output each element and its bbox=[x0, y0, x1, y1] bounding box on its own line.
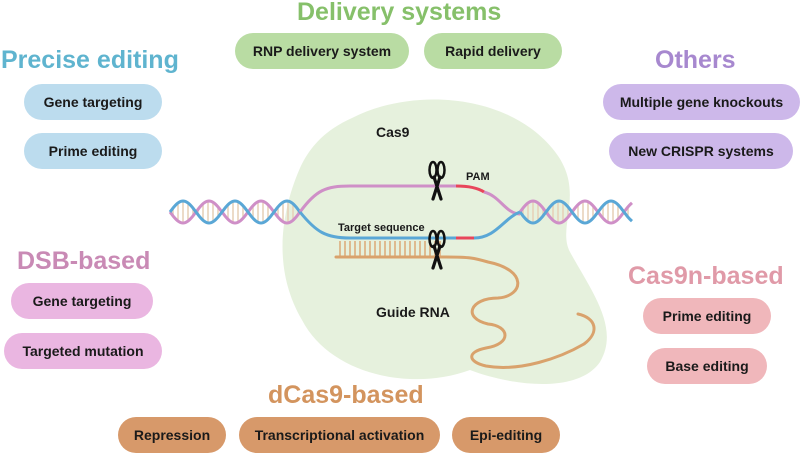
rna-target-pairs bbox=[339, 241, 441, 256]
dna-helix-right bbox=[518, 199, 634, 225]
new-crispr-systems-pill: New CRISPR systems bbox=[609, 133, 793, 169]
guide-rna-label: Guide RNA bbox=[376, 304, 450, 320]
target-sequence-label: Target sequence bbox=[338, 222, 425, 234]
repression-pill: Repression bbox=[118, 417, 226, 453]
dna-bottom-strand-out bbox=[473, 210, 521, 240]
guide-rna-strand bbox=[334, 255, 596, 369]
multiple-gene-knockouts-pill: Multiple gene knockouts bbox=[603, 84, 800, 120]
dna-strand-pink bbox=[518, 199, 634, 225]
others-heading: Others bbox=[655, 46, 736, 74]
dna-strand-blue bbox=[518, 199, 634, 225]
dna-strand-pink bbox=[168, 199, 302, 225]
dcas9-based-heading: dCas9-based bbox=[268, 381, 424, 409]
base-editing-pill: Base editing bbox=[647, 348, 767, 384]
scissors-icon bbox=[428, 229, 446, 270]
cas9n-prime-editing-pill: Prime editing bbox=[643, 298, 771, 334]
pam-label: PAM bbox=[466, 171, 490, 183]
dsb-gene-targeting-pill: Gene targeting bbox=[11, 283, 153, 319]
pam-marker-top bbox=[455, 184, 485, 194]
delivery-systems-heading: Delivery systems bbox=[297, 0, 502, 26]
cas9-label: Cas9 bbox=[376, 124, 410, 140]
dna-bottom-strand bbox=[298, 211, 456, 240]
dna-strand-blue bbox=[168, 199, 302, 225]
precise-editing-heading: Precise editing bbox=[1, 46, 179, 74]
cas9n-based-heading: Cas9n-based bbox=[628, 262, 784, 290]
transcriptional-activation-pill: Transcriptional activation bbox=[239, 417, 440, 453]
dsb-based-heading: DSB-based bbox=[17, 247, 151, 275]
rnp-delivery-pill: RNP delivery system bbox=[235, 33, 409, 69]
targeted-mutation-pill: Targeted mutation bbox=[4, 333, 162, 369]
dna-helix-left bbox=[168, 199, 302, 225]
precise-gene-targeting-pill: Gene targeting bbox=[24, 84, 162, 120]
dna-top-strand bbox=[298, 184, 456, 213]
rapid-delivery-pill: Rapid delivery bbox=[424, 33, 562, 69]
scissors-icon bbox=[428, 160, 446, 201]
epi-editing-pill: Epi-editing bbox=[452, 417, 560, 453]
precise-prime-editing-pill: Prime editing bbox=[24, 133, 162, 169]
